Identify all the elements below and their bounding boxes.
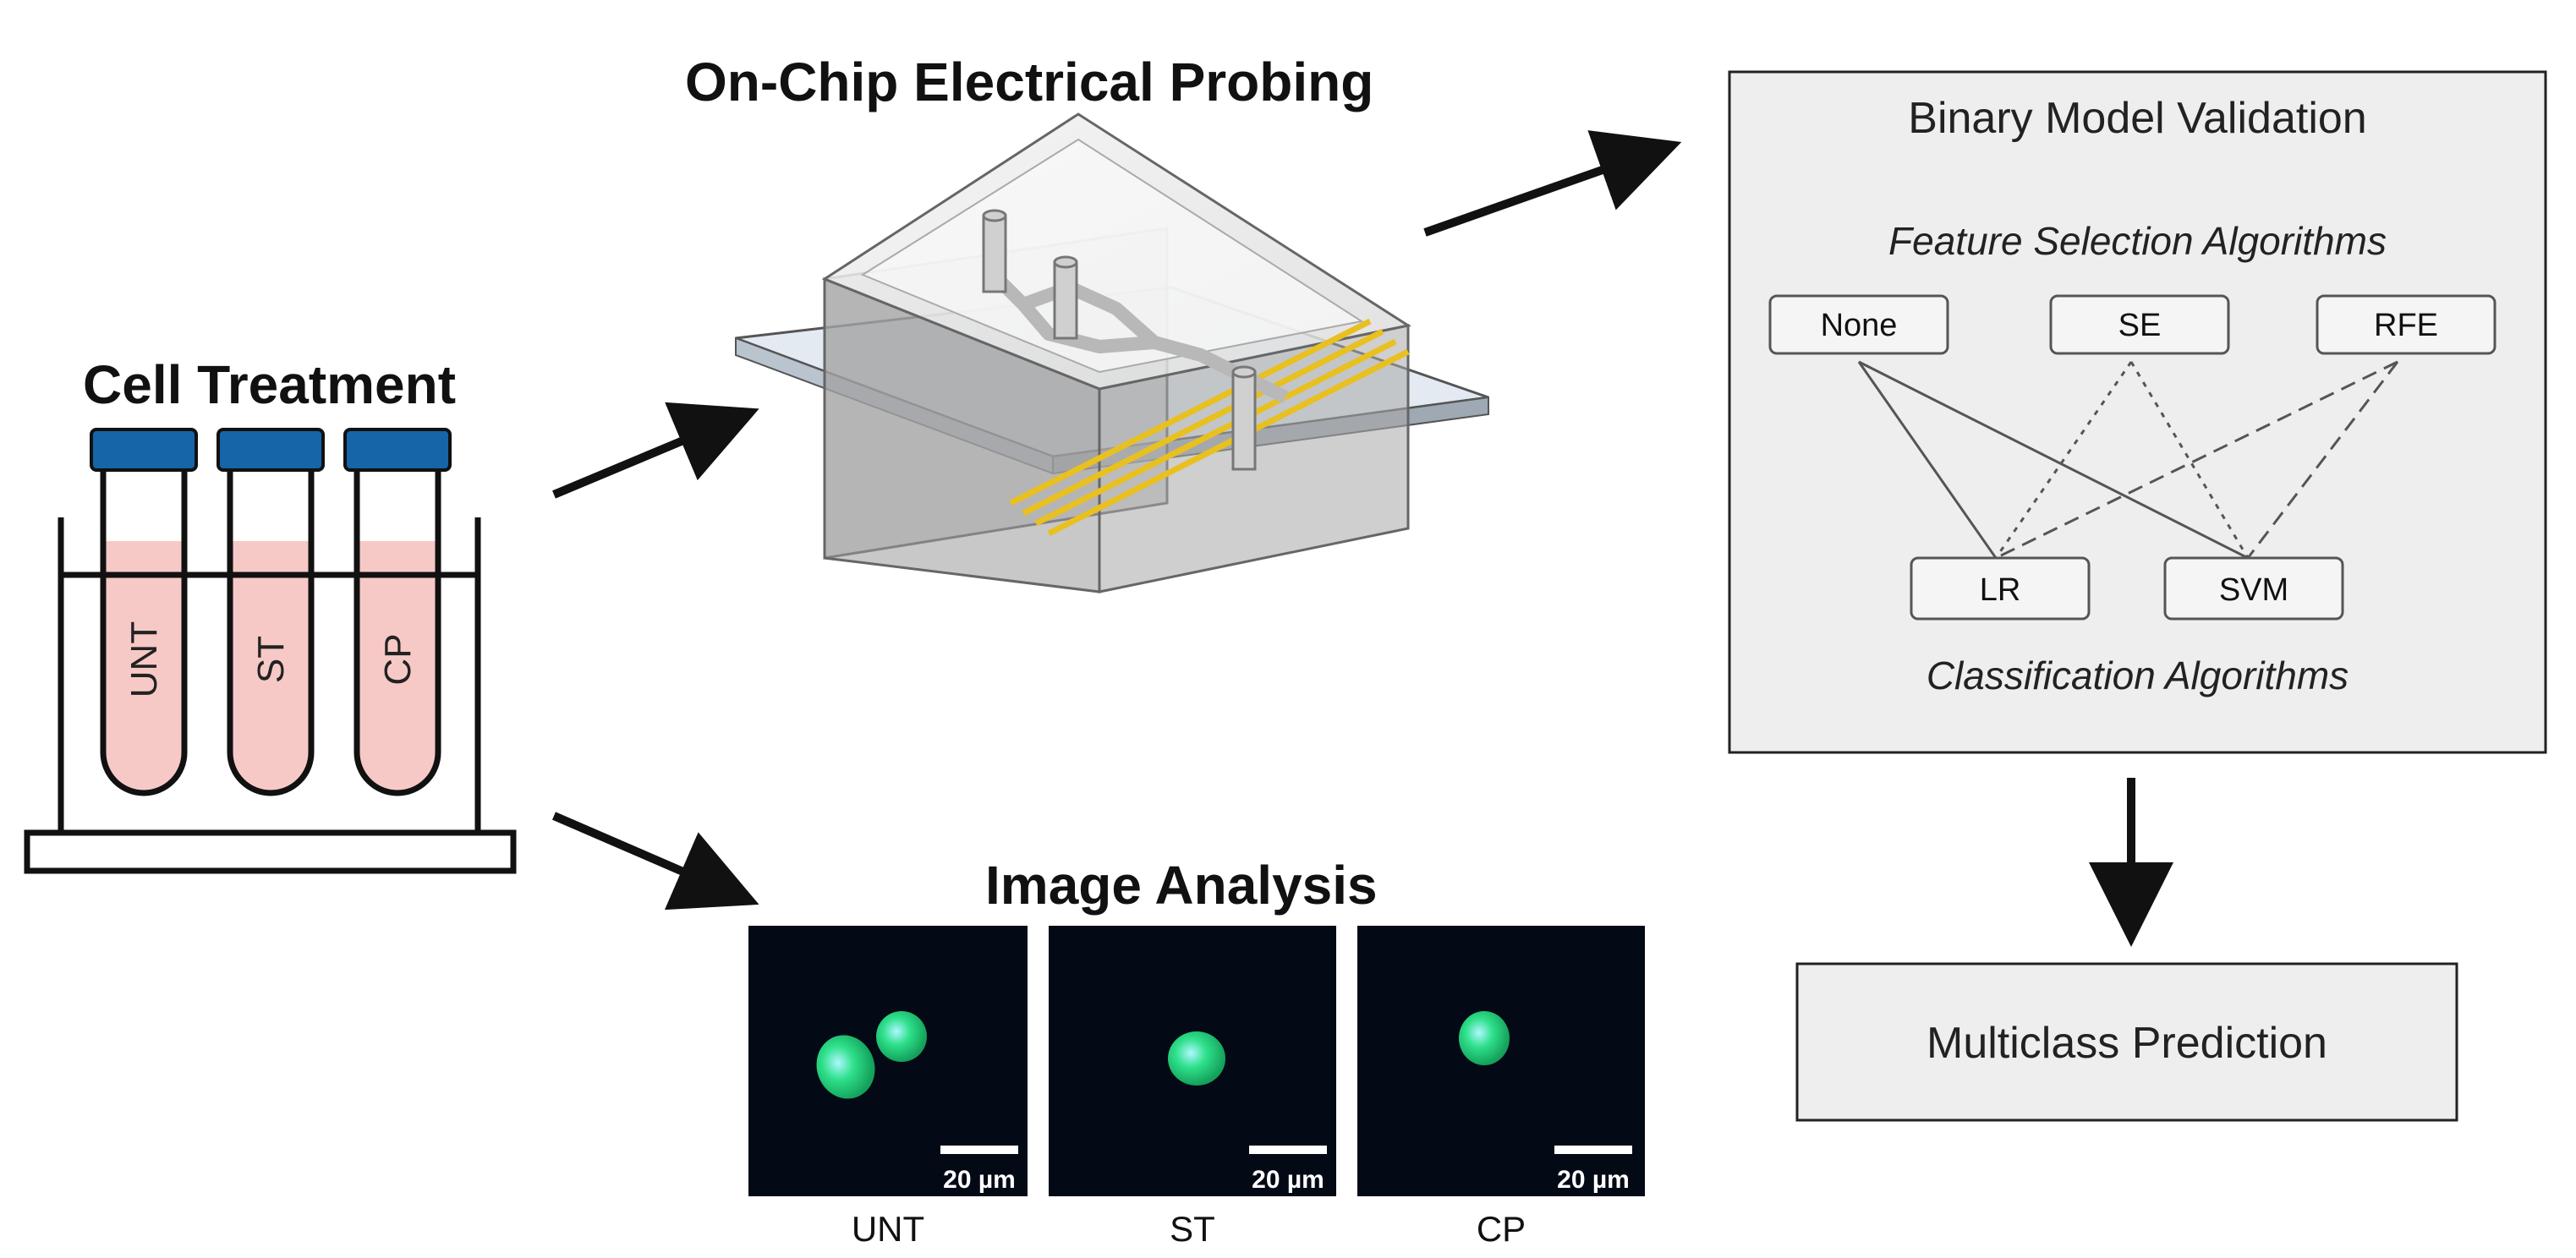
scale-bar-cp: 20 µm bbox=[1557, 1166, 1630, 1194]
test-tube-st: ST bbox=[216, 428, 325, 796]
node-se: SE bbox=[2049, 294, 2230, 355]
micrograph-unt: 20 µm bbox=[748, 926, 1028, 1196]
node-lr-label: LR bbox=[1980, 572, 2021, 608]
node-lr: LR bbox=[1910, 556, 2091, 621]
arrow-to-validation bbox=[1423, 130, 1682, 237]
rack-base bbox=[24, 829, 517, 874]
prediction-box bbox=[1795, 962, 2458, 1122]
caption-unt: UNT bbox=[851, 1209, 925, 1249]
node-svm: SVM bbox=[2163, 556, 2344, 621]
node-none: None bbox=[1768, 294, 1949, 355]
test-tube-unt: UNT bbox=[90, 428, 198, 796]
validation-box bbox=[1728, 70, 2547, 754]
arrow-to-chip bbox=[552, 402, 759, 499]
classifier-nodes: LR SVM bbox=[1910, 556, 2344, 621]
tube-label: ST bbox=[250, 636, 292, 683]
scale-bar-st: 20 µm bbox=[1252, 1166, 1324, 1194]
algorithm-connections bbox=[1857, 360, 2399, 560]
feature-selection-label: Feature Selection Algorithms bbox=[1888, 219, 2387, 263]
test-tube-cp: CP bbox=[343, 428, 452, 796]
microscopy-panels: 20 µm 20 µm 20 µm bbox=[748, 926, 1645, 1196]
caption-st: ST bbox=[1170, 1209, 1215, 1249]
caption-cp: CP bbox=[1476, 1209, 1526, 1249]
microfluidic-chip bbox=[735, 112, 1489, 593]
validation-title: Binary Model Validation bbox=[1908, 94, 2367, 143]
micrograph-cp: 20 µm bbox=[1357, 926, 1645, 1196]
cell-treatment-title: Cell Treatment bbox=[83, 354, 457, 415]
feature-selection-nodes: None SE RFE bbox=[1768, 294, 2497, 355]
inlet-outlet-ports bbox=[982, 209, 1257, 471]
classification-label: Classification Algorithms bbox=[1926, 654, 2349, 697]
tube-cap bbox=[90, 428, 198, 472]
image-analysis-title: Image Analysis bbox=[985, 855, 1378, 916]
tube-label: UNT bbox=[123, 621, 165, 697]
node-rfe-label: RFE bbox=[2374, 308, 2438, 343]
micrograph-st: 20 µm bbox=[1049, 926, 1336, 1196]
node-svm-label: SVM bbox=[2219, 572, 2288, 608]
node-se-label: SE bbox=[2118, 308, 2162, 343]
tube-cap bbox=[343, 428, 452, 472]
electrodes bbox=[1009, 318, 1410, 537]
test-tube-rack: UNT ST CP bbox=[24, 428, 517, 874]
scale-bar-unt: 20 µm bbox=[943, 1166, 1016, 1194]
node-none-label: None bbox=[1821, 308, 1898, 343]
tube-label: CP bbox=[377, 633, 419, 685]
prediction-label: Multiclass Prediction bbox=[1927, 1019, 2327, 1068]
chip-title: On-Chip Electrical Probing bbox=[685, 52, 1374, 112]
arrow-to-imaging bbox=[552, 812, 759, 911]
node-rfe: RFE bbox=[2316, 294, 2497, 355]
tube-cap bbox=[216, 428, 325, 472]
